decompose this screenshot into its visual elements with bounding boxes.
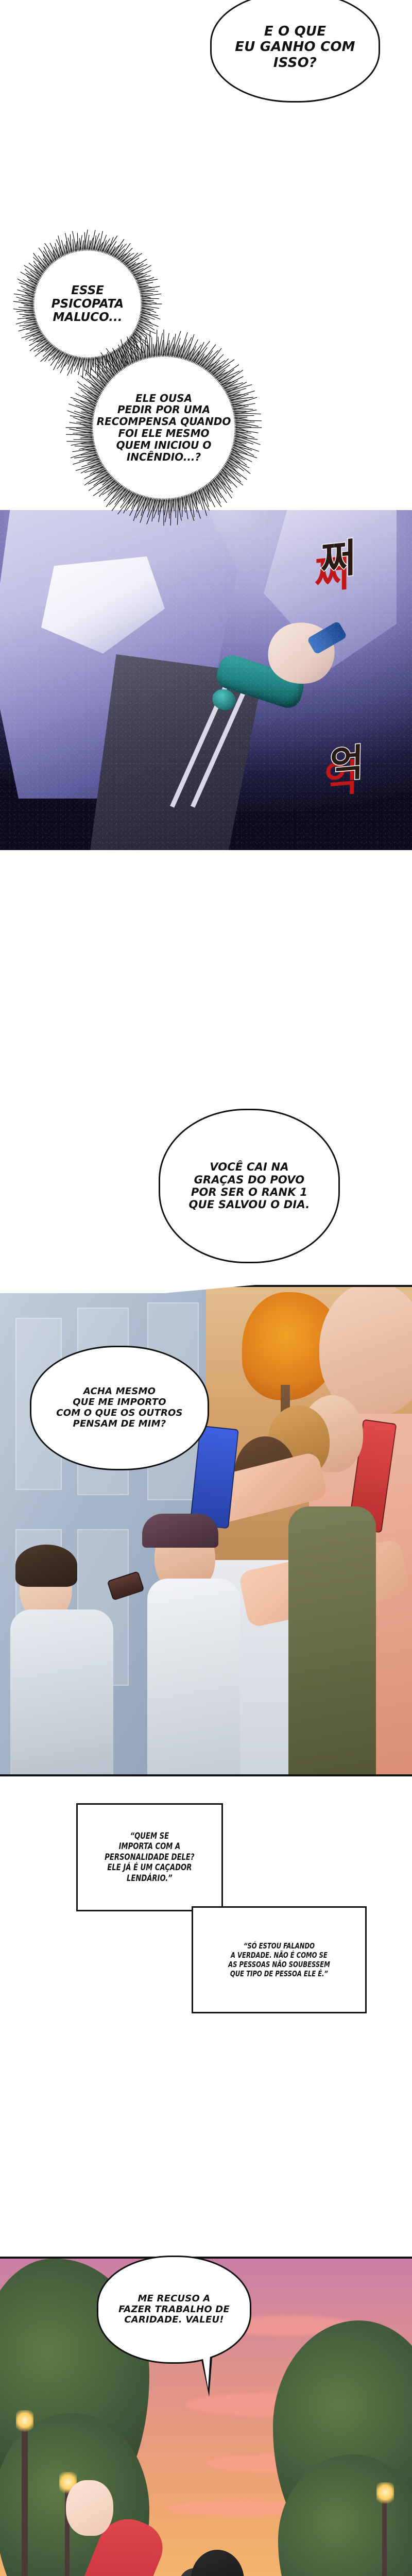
- panel-grain-texture: [0, 510, 412, 850]
- sfx-glyph: 쩌: [320, 534, 357, 585]
- woman-waving-hand: [66, 2480, 113, 2536]
- speech-bubble-text: ACHA MESMO QUE ME IMPORTO COM O QUE OS O…: [56, 1386, 183, 1429]
- speech-bubble-text: VOCÊ CAI NA GRAÇAS DO POVO POR SER O RAN…: [188, 1161, 310, 1211]
- speech-bubble-text: E O QUE EU GANHO COM ISSO?: [235, 24, 355, 71]
- crowd-body: [147, 1579, 240, 1774]
- caption-text: “SÓ ESTOU FALANDO A VERDADE. NÃO É COMO …: [228, 1941, 330, 1978]
- street-lamp: [376, 2482, 394, 2576]
- crowd-head: [319, 1287, 412, 1416]
- sfx-glyph: 억: [329, 739, 365, 787]
- speech-bubble-text: ME RECUSO A FAZER TRABALHO DE CARIDADE. …: [118, 2293, 230, 2326]
- lamp-glow: [376, 2482, 394, 2505]
- caption-text: “QUEM SE IMPORTA COM A PERSONALIDADE DEL…: [105, 1831, 195, 1884]
- caption-just-telling-truth: “SÓ ESTOU FALANDO A VERDADE. NÃO É COMO …: [192, 1906, 367, 2013]
- panel-sunset-park: [0, 2257, 412, 2576]
- speech-bubble-what-do-i-get: E O QUE EU GANHO COM ISSO?: [210, 0, 380, 103]
- speech-bubble-rank-one: VOCÊ CAI NA GRAÇAS DO POVO POR SER O RAN…: [159, 1109, 340, 1263]
- caption-who-cares: “QUEM SE IMPORTA COM A PERSONALIDADE DEL…: [76, 1803, 223, 1911]
- main-boy-hair: [15, 1545, 77, 1587]
- street-lamp: [16, 2410, 33, 2576]
- sfx-korean-bottom: 억 억: [324, 739, 365, 802]
- panel-sword-draw: [0, 510, 412, 850]
- shout-bubble-text: ELE OUSA PEDIR POR UMA RECOMPENSA QUANDO…: [96, 392, 231, 463]
- crowd-cap: [142, 1514, 218, 1548]
- main-boy-body: [10, 1609, 113, 1774]
- speech-bubble-refuse-charity: ME RECUSO A FAZER TRABALHO DE CARIDADE. …: [97, 2256, 251, 2364]
- shout-bubble-psycho: ESSE PSICOPATA MALUCO...: [5, 227, 170, 381]
- shout-bubble-text: ESSE PSICOPATA MALUCO...: [51, 283, 124, 325]
- woman-head: [191, 2550, 244, 2576]
- shout-bubble-he-dares: ELE OUSA PEDIR POR UMA RECOMPENSA QUANDO…: [61, 325, 267, 531]
- speech-bubble-do-i-care: ACHA MESMO QUE ME IMPORTO COM O QUE OS O…: [30, 1346, 209, 1470]
- crowd-body: [288, 1506, 376, 1774]
- sfx-korean-top: 쩌 쩌: [314, 534, 357, 599]
- speech-bubble-tail-fill: [202, 2355, 210, 2388]
- lamp-glow: [16, 2410, 33, 2433]
- panel-school-crowd: [0, 1285, 412, 1776]
